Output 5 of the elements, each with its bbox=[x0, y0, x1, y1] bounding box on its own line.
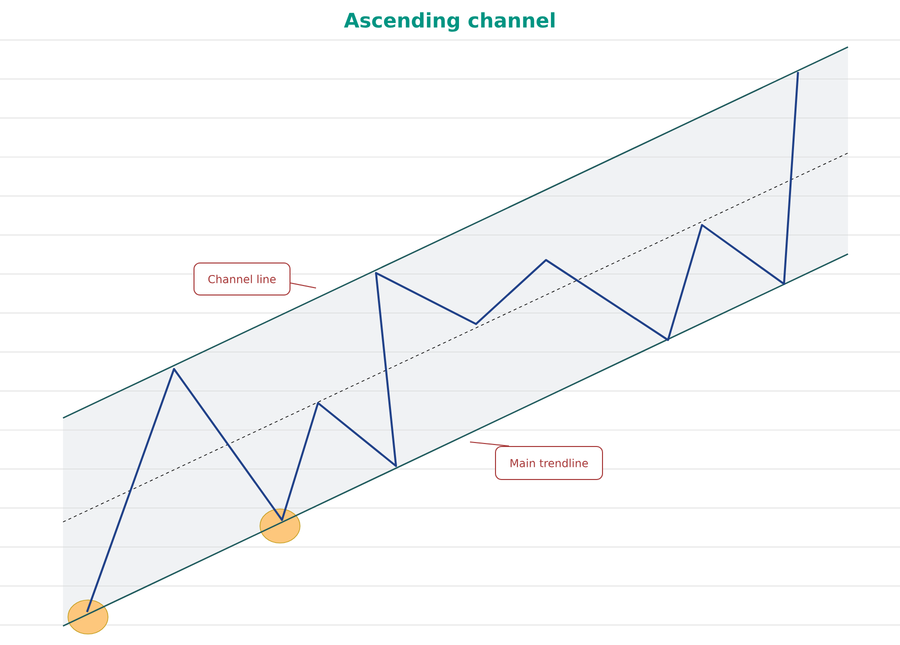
leader-line bbox=[470, 442, 510, 446]
leader-line bbox=[290, 282, 316, 288]
callout-box: Channel line bbox=[194, 262, 290, 296]
chart-title: Ascending channel bbox=[344, 12, 554, 32]
callout-box: Main trendline bbox=[495, 446, 603, 480]
